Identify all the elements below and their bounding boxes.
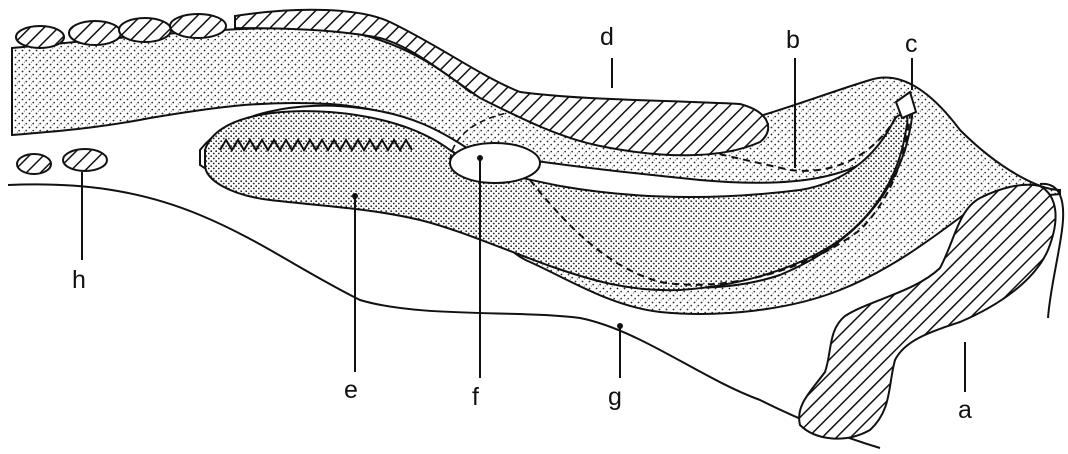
ventral-oval-2 [63,149,107,171]
leader-e-dot [352,193,358,199]
ventral-oval-1 [17,154,51,174]
leader-f-dot [477,155,483,161]
label-d: d [600,23,614,51]
label-h: h [72,266,86,294]
label-b: b [786,26,800,54]
dorsal-oval-4 [170,14,226,38]
dorsal-oval-2 [69,21,121,45]
dorsal-oval-1 [16,26,64,48]
label-g: g [608,383,622,411]
opening-f [450,143,540,183]
label-e: e [344,376,358,404]
label-f: f [472,383,479,411]
label-a: a [958,396,972,424]
dorsal-oval-3 [119,18,171,42]
leader-g-dot [617,323,623,329]
label-c: c [905,30,918,58]
